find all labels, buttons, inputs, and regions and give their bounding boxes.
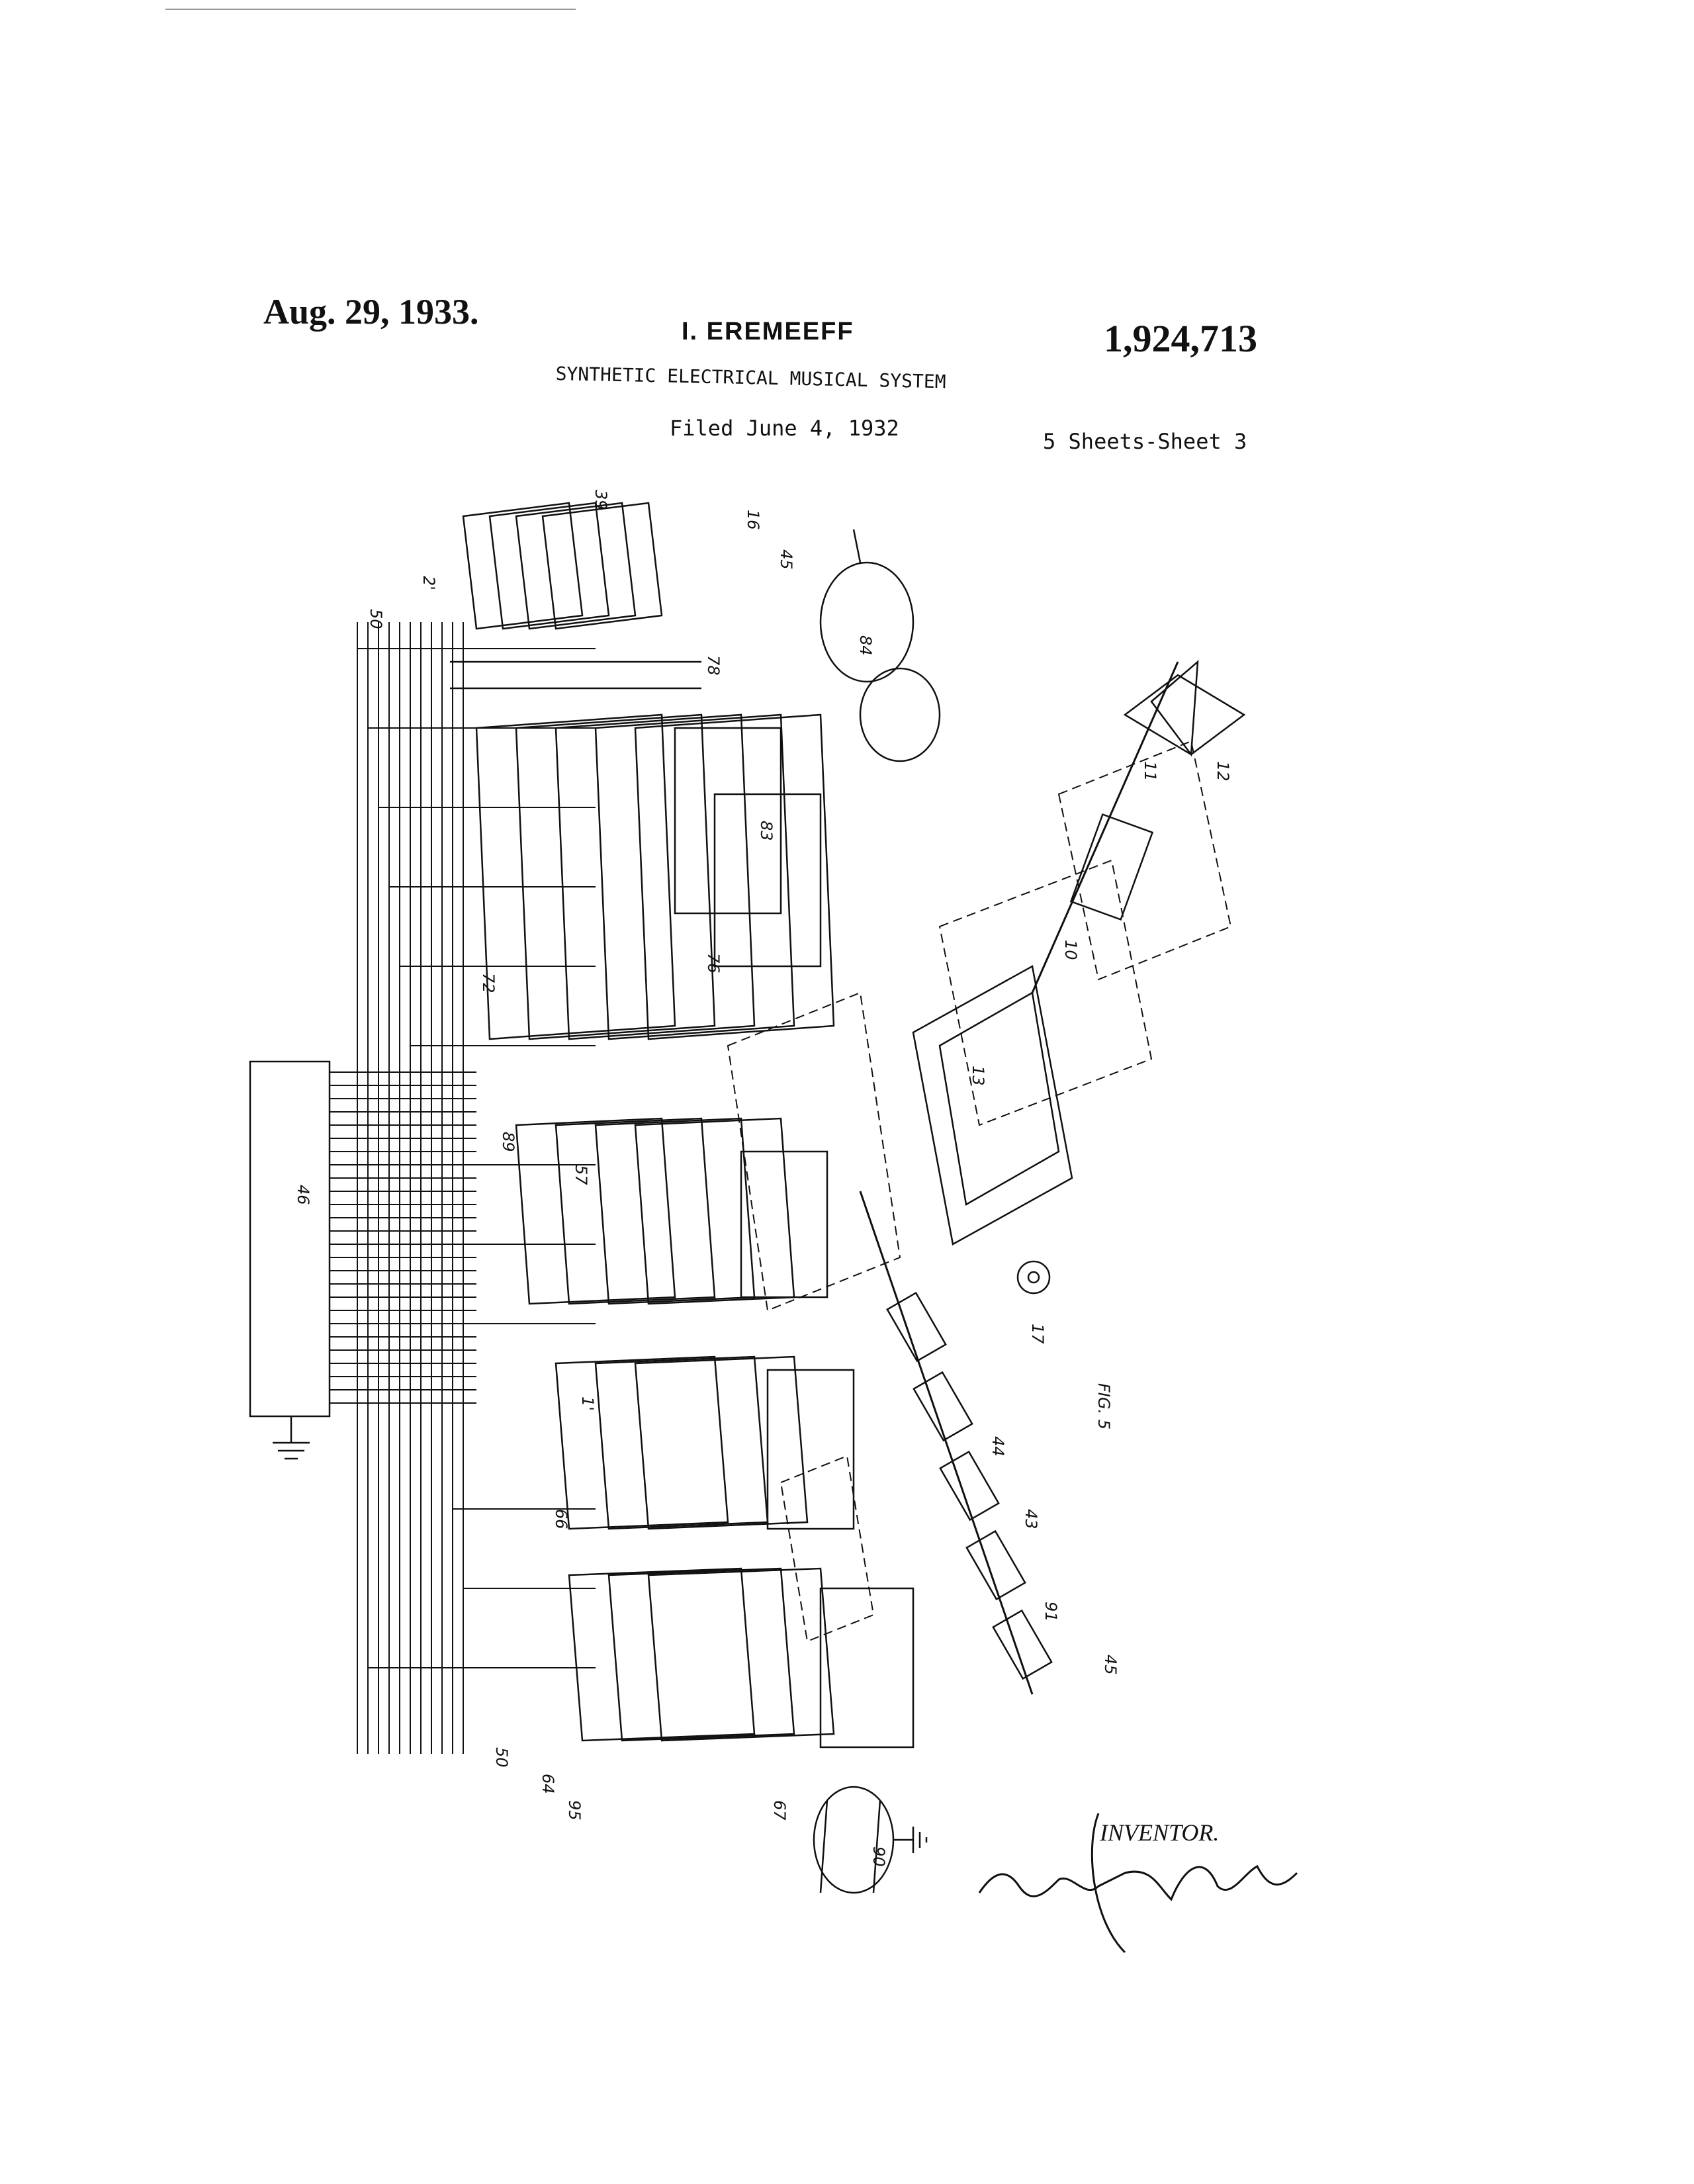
wheel-bank-72 [475,713,835,1040]
pulley-17 [1016,1260,1051,1295]
numeral-84: 84 [856,635,875,656]
patent-number: 1,924,713 [1104,317,1257,360]
numeral-90: 90 [869,1846,888,1867]
numeral-66: 66 [552,1509,570,1529]
numeral-91: 91 [1042,1602,1060,1622]
inventor-label: INVENTOR. [1100,1819,1220,1846]
numeral-10: 10 [1061,940,1080,960]
dashed-enclosures [727,740,1232,1643]
numeral-95: 95 [565,1800,584,1821]
numeral-2prime: 2' [420,576,438,590]
numeral-43: 43 [1022,1509,1040,1529]
wheel-group-2prime [450,502,701,690]
numeral-45b: 45 [1101,1655,1120,1675]
inventor-signature [978,1864,1298,1901]
figure-label: FIG. 5 [1094,1383,1113,1430]
patent-date: Aug. 29, 1933. [263,292,479,332]
output-chain-10-11-12 [1031,660,1246,993]
wheel-group-1prime [555,1355,855,1530]
numeral-1prime: 1' [578,1396,597,1411]
numeral-16: 16 [744,510,762,530]
numeral-83: 83 [757,821,776,841]
numeral-57: 57 [572,1165,590,1185]
sheet-count: 5 Sheets-Sheet 3 [1043,429,1247,454]
numeral-46: 46 [294,1185,312,1205]
numeral-78: 78 [704,655,723,676]
inventor-name-header: I. EREMEEFF [682,318,854,345]
reference-numerals: 39 2' 50 16 45 84 78 83 72 76 13 10 11 1… [294,490,1232,1867]
numeral-13: 13 [969,1066,987,1086]
numeral-89: 89 [499,1132,517,1152]
numeral-76: 76 [704,953,723,974]
numeral-67: 67 [770,1800,789,1821]
unit-46-terminals [330,1071,476,1404]
bus-50-wires [357,622,464,1754]
panel-13 [912,965,1073,1246]
numeral-45: 45 [777,549,795,570]
numeral-39: 39 [592,490,610,510]
motor-90 [813,1786,895,1894]
numeral-17: 17 [1028,1324,1047,1344]
numeral-50: 50 [367,609,385,629]
ground-symbol-46 [273,1416,310,1460]
wheel-group-57 [515,1117,828,1305]
numeral-50b: 50 [492,1747,511,1768]
cam-shaft-43-44 [859,1191,1053,1695]
wheel-group-58 [568,1567,914,1749]
motor-84 [819,529,941,762]
numeral-11: 11 [1141,761,1159,782]
filed-date: Filed June 4, 1932 [670,416,899,441]
numeral-44: 44 [989,1436,1007,1457]
unit-46-box [249,1060,331,1418]
numeral-72: 72 [479,973,498,993]
ground-symbol-90 [893,1827,928,1853]
numeral-64: 64 [539,1774,557,1794]
numeral-12: 12 [1214,761,1232,782]
